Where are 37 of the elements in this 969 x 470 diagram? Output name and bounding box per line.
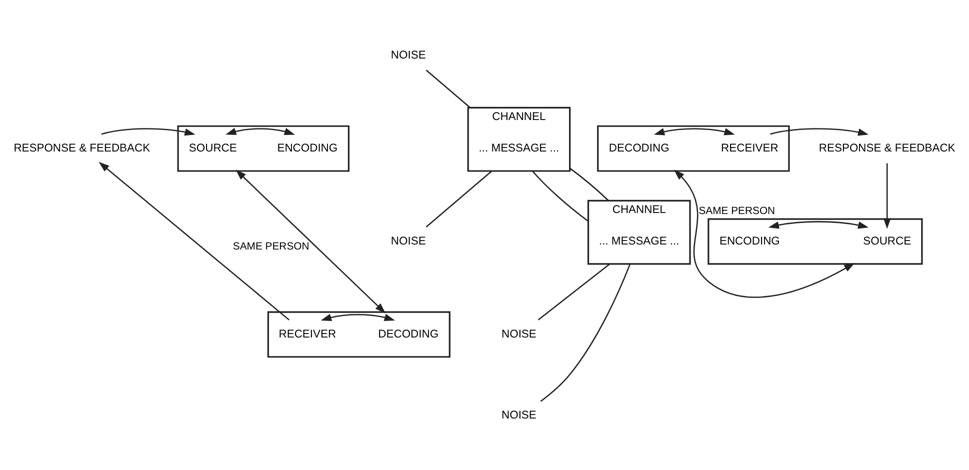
connector (532, 170, 589, 222)
node-text: NOISE (390, 234, 426, 247)
node-text: DECODING (608, 142, 670, 154)
node-text: SOURCE (863, 234, 912, 247)
node-text: ENCODING (277, 142, 338, 154)
arrow (236, 169, 386, 313)
connector (538, 262, 610, 320)
cluster (597, 124, 790, 172)
node-text: RECEIVER (721, 142, 778, 154)
edge-label: SAME PERSON (232, 241, 310, 252)
arrow (226, 127, 295, 134)
connector (426, 69, 471, 108)
arrow (101, 128, 196, 136)
arrow (674, 169, 855, 298)
edge-label: SAME PERSON (698, 205, 776, 216)
node-text: RECEIVER (278, 328, 336, 340)
cluster (267, 310, 450, 358)
node-text: NOISE (390, 49, 426, 62)
arrow (768, 220, 869, 228)
node-text: ENCODING (720, 234, 780, 247)
connector (426, 170, 492, 227)
connector (540, 263, 631, 402)
arrow (654, 128, 735, 135)
connector (569, 167, 609, 201)
node-text: RESPONSE & FEEDBACK (818, 142, 956, 154)
node-text: DECODING (378, 328, 439, 340)
node-text: ... MESSAGE ... (598, 234, 680, 247)
node-text: NOISE (502, 408, 536, 421)
node-text: NOISE (502, 328, 536, 340)
arrow (98, 161, 290, 320)
cluster (177, 124, 350, 172)
node-text: RESPONSE & FEEDBACK (14, 142, 150, 154)
arrow (320, 313, 395, 321)
node-text: ... MESSAGE ... (478, 142, 560, 154)
node-text: SOURCE (188, 142, 237, 154)
arrow (883, 162, 891, 228)
arrow (770, 128, 869, 136)
